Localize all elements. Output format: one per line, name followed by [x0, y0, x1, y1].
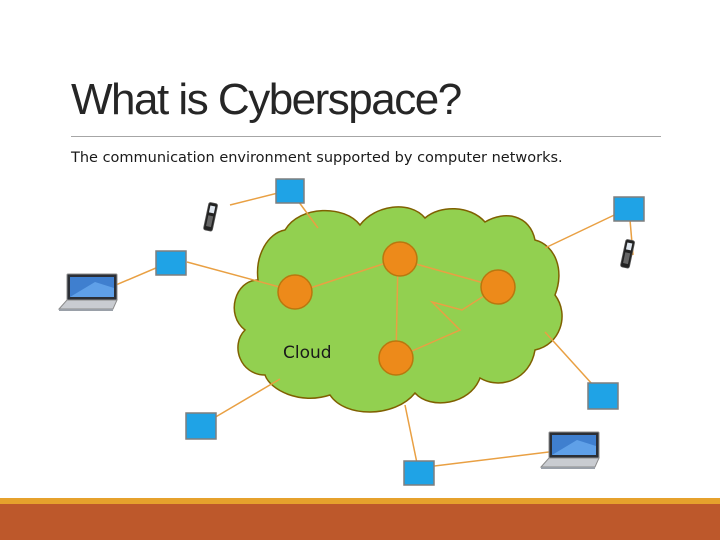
title-divider [71, 136, 661, 137]
link [404, 404, 419, 469]
footer-band [0, 504, 720, 540]
link [297, 258, 399, 293]
terminals [155, 178, 645, 486]
terminal-node [275, 178, 305, 204]
footer-accent-stripe [0, 498, 720, 504]
terminal-node [155, 250, 187, 276]
cloud-label: Cloud [283, 343, 332, 363]
terminal-node [403, 460, 435, 486]
routers [277, 241, 516, 376]
router-node [378, 340, 414, 376]
laptop-icon [539, 431, 600, 469]
mobile-phone-icon [203, 202, 218, 232]
terminal-node [185, 412, 217, 440]
mobile-phone-icon [620, 239, 635, 269]
laptop-icon [57, 273, 118, 311]
lightning-link [395, 286, 499, 359]
link [417, 449, 566, 469]
cloud-shape [233, 206, 563, 413]
slide-subtitle: The communication environment supported … [71, 150, 563, 166]
terminal-node [587, 382, 619, 410]
router-node [277, 274, 313, 310]
terminal-node [613, 196, 645, 222]
router-node [480, 269, 516, 305]
slide-title: What is Cyberspace? [71, 75, 462, 124]
router-node [382, 241, 418, 277]
